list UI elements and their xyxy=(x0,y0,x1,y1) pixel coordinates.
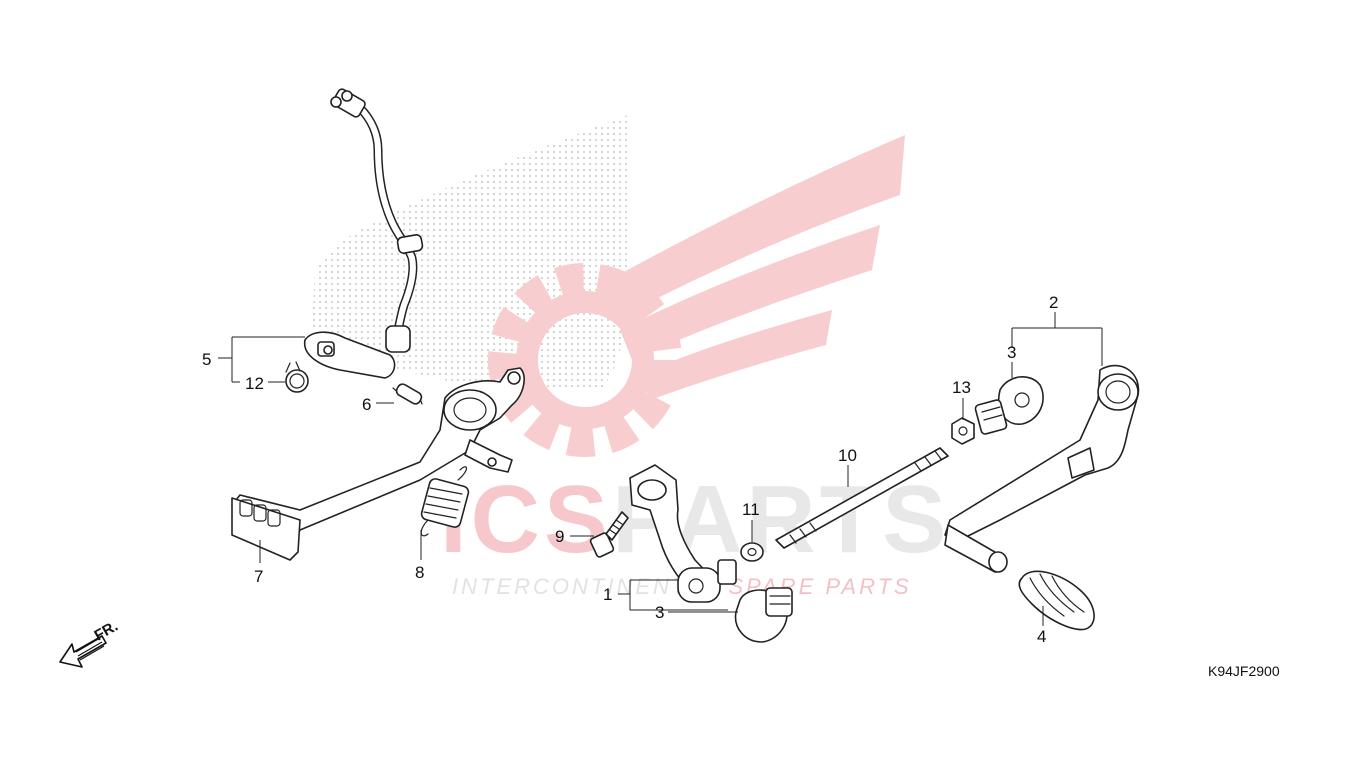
part-13-nut xyxy=(951,417,975,445)
part-7-brake-pedal xyxy=(231,367,525,561)
part-5-brake-switch xyxy=(304,88,424,379)
part-1-gearshift-arm xyxy=(629,464,737,603)
part-3-rod-end-lower xyxy=(734,587,793,643)
front-indicator: FR. xyxy=(59,618,121,668)
callout-4: 4 xyxy=(1037,627,1046,646)
callout-2: 2 xyxy=(1049,293,1058,312)
part-9-bolt xyxy=(589,511,629,558)
part-2-gearshift-pedal xyxy=(944,364,1140,573)
watermark-gear-icon xyxy=(488,263,682,457)
diagram-code: K94JF2900 xyxy=(1208,663,1280,679)
callout-10: 10 xyxy=(838,446,857,465)
front-arrow-icon xyxy=(59,635,107,668)
part-11-nut xyxy=(740,542,764,562)
callout-9: 9 xyxy=(555,527,564,546)
callout-7: 7 xyxy=(254,567,263,586)
callout-3-gear: 3 xyxy=(1007,343,1016,362)
callout-3-link: 3 xyxy=(655,603,664,622)
watermark-brand-prefix: ICS xyxy=(440,466,612,573)
watermark: ICSPARTS INTERCONTINENTAL SPARE PARTS xyxy=(312,115,950,599)
callouts: 5 12 6 7 8 9 1 3 11 10 13 2 3 4 xyxy=(202,293,1058,646)
callout-11: 11 xyxy=(742,500,760,519)
part-3-rod-end-upper xyxy=(974,376,1044,435)
callout-12: 12 xyxy=(245,374,264,393)
part-4-rubber-footpeg xyxy=(1018,570,1095,631)
callout-8: 8 xyxy=(415,563,424,582)
callout-5: 5 xyxy=(202,350,211,369)
callout-13: 13 xyxy=(952,378,971,397)
callout-6: 6 xyxy=(362,395,371,414)
part-12-clip xyxy=(285,361,309,393)
part-6-spring xyxy=(392,383,423,405)
svg-text:ICSPARTS: ICSPARTS xyxy=(440,466,950,573)
part-8-return-spring xyxy=(420,466,470,537)
callout-1: 1 xyxy=(603,585,612,604)
part-10-tie-rod xyxy=(775,447,949,549)
leader-lines xyxy=(218,312,1103,626)
